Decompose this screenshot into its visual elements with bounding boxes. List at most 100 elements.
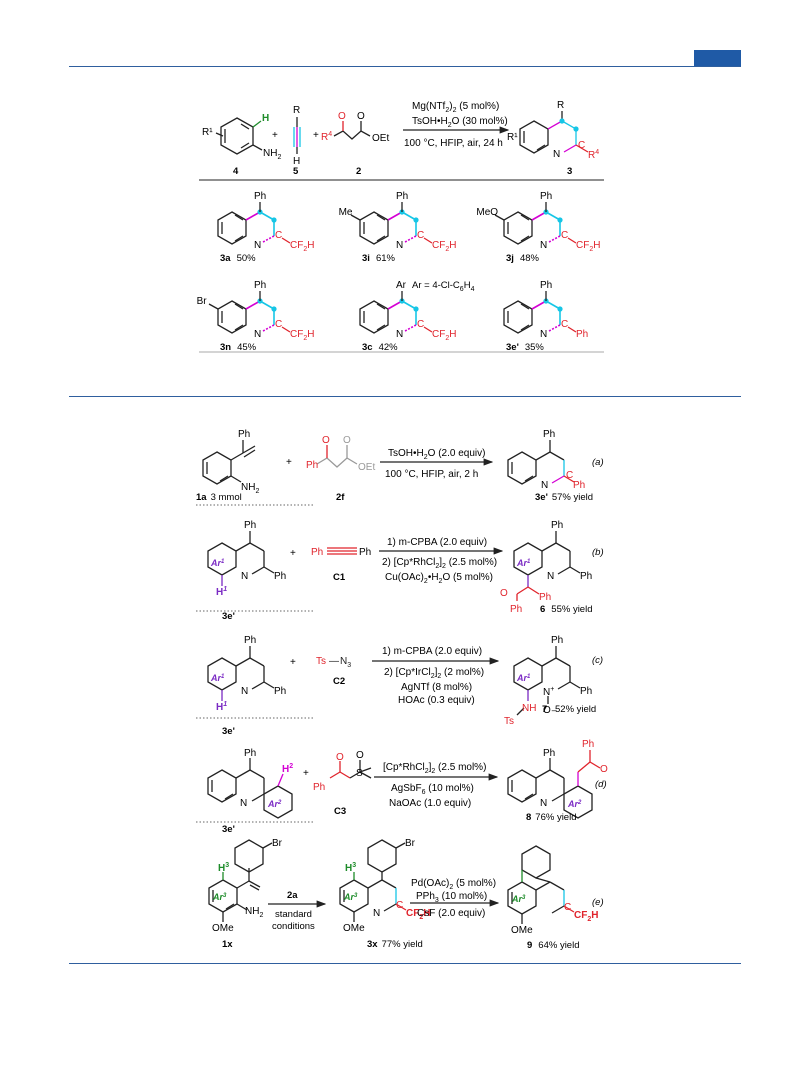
product-r: R bbox=[557, 100, 564, 111]
ph-label: Ph bbox=[582, 739, 594, 750]
sm-label: 1x bbox=[222, 939, 233, 950]
r1-label: R¹ bbox=[202, 127, 213, 138]
condition-3: CsF (2.0 equiv) bbox=[417, 908, 485, 919]
footer-rule bbox=[69, 963, 741, 964]
compound-number: 2 bbox=[356, 166, 361, 177]
ts-label: Ts—N3 bbox=[316, 656, 351, 669]
n-label: N bbox=[540, 240, 547, 251]
ketoester-2 bbox=[333, 121, 371, 140]
n-label: N bbox=[547, 571, 554, 582]
reagent-ph: Ph bbox=[311, 547, 323, 558]
c4-substituent: Ph bbox=[254, 280, 266, 291]
nh-label: NH bbox=[522, 703, 536, 714]
condition-1: [Cp*RhCl2]2 (2.5 mol%) bbox=[383, 762, 486, 775]
ketone-ph: Ph bbox=[306, 460, 318, 471]
c2-substituent: Ph bbox=[576, 329, 588, 340]
ph-label: Ph bbox=[539, 592, 551, 603]
compound-number: 4 bbox=[233, 166, 239, 177]
ar1-label: Ar1 bbox=[516, 558, 531, 568]
scheme-d: Ph N H2 Ar2 3e' + Ph O O S C3 [Cp*RhCl2]… bbox=[196, 739, 608, 835]
cf2h-label: CF2H bbox=[574, 910, 598, 923]
o-minus-label: O– bbox=[543, 705, 557, 716]
ar3-label: Ar3 bbox=[343, 892, 358, 902]
quinoline-3 bbox=[519, 111, 589, 154]
reagent-ph: Ph bbox=[313, 782, 325, 793]
c4-substituent: Ph bbox=[540, 280, 552, 291]
ar3-label: Ar3 bbox=[212, 892, 227, 902]
r4-label: R4 bbox=[321, 131, 332, 143]
condition-2: 2) [Cp*IrCl2]2 (2 mol%) bbox=[384, 667, 484, 680]
o-label: O bbox=[500, 588, 508, 599]
cf2h-label: CF2H bbox=[406, 908, 430, 921]
aniline-4 bbox=[215, 117, 263, 155]
c2-substituent: CF2H bbox=[576, 240, 600, 253]
ph-label: Ph bbox=[274, 571, 286, 582]
n-label: N bbox=[541, 480, 548, 491]
reagent-label: C3 bbox=[334, 806, 346, 817]
carbonyl-o: O bbox=[338, 111, 346, 122]
h-green: H bbox=[262, 113, 269, 124]
sm-label: 3e' bbox=[222, 824, 235, 835]
ar1-label: Ar1 bbox=[516, 673, 531, 683]
ar2-label: Ar2 bbox=[567, 799, 582, 809]
n-label: N bbox=[240, 798, 247, 809]
scheme-tag: (d) bbox=[595, 779, 607, 790]
c-label: C bbox=[275, 319, 282, 330]
ar1-label: Ar1 bbox=[210, 673, 225, 683]
arrow-top: 2a bbox=[287, 890, 298, 901]
condition-1: TsOH•H2O (2.0 equiv) bbox=[388, 448, 485, 461]
sm-label: 3e' bbox=[222, 611, 235, 622]
n-label: N bbox=[396, 240, 403, 251]
ph-label: Ph bbox=[244, 635, 256, 646]
c-label: C bbox=[396, 900, 403, 911]
nh2-label: NH2 bbox=[241, 482, 259, 495]
alkyne-h: H bbox=[293, 156, 300, 167]
ph-label: Ph bbox=[580, 571, 592, 582]
oet-label: OEt bbox=[358, 462, 375, 473]
br-label: Br bbox=[405, 838, 416, 849]
scheme-tag: (b) bbox=[592, 547, 604, 558]
ph-label: Ph bbox=[543, 748, 555, 759]
c4-substituent: Ar bbox=[396, 280, 407, 291]
c-label: C bbox=[561, 319, 568, 330]
condition-2: AgSbF6 (10 mol%) bbox=[391, 783, 474, 796]
condition-1: 1) m-CPBA (2.0 equiv) bbox=[382, 646, 482, 657]
ph-label: Ph bbox=[551, 635, 563, 646]
ts-label: Ts bbox=[504, 716, 514, 727]
arrow-bottom-2: conditions bbox=[272, 921, 315, 932]
nh2-label: NH2 bbox=[245, 906, 263, 919]
alkyne-r: R bbox=[293, 105, 300, 116]
product-c: C bbox=[578, 140, 585, 151]
ome-label: OMe bbox=[511, 925, 533, 936]
n-label: N bbox=[540, 798, 547, 809]
c-label: C bbox=[566, 470, 573, 481]
o-label: O bbox=[336, 752, 344, 763]
compound-number: 3 bbox=[567, 166, 572, 177]
condition-2: TsOH•H2O (30 mol%) bbox=[412, 116, 508, 129]
n-label: N bbox=[241, 686, 248, 697]
condition-3: NaOAc (1.0 equiv) bbox=[389, 798, 471, 809]
n-label: N bbox=[540, 329, 547, 340]
ring-substituent: Br bbox=[197, 296, 208, 307]
condition-1: Pd(OAc)2 (5 mol%) bbox=[411, 878, 496, 891]
scheme-c: Ph Ar1 N Ph H1 3e' + Ts—N3 C2 1) m-CPBA … bbox=[196, 635, 603, 737]
o-label: O bbox=[356, 750, 364, 761]
c-label: C bbox=[417, 230, 424, 241]
c4-substituent: Ph bbox=[396, 191, 408, 202]
condition-1: 1) m-CPBA (2.0 equiv) bbox=[387, 537, 487, 548]
header-rule bbox=[69, 66, 741, 67]
product-yield: 52% yield bbox=[555, 704, 596, 715]
plus-sign: + bbox=[286, 457, 292, 468]
o-label: O bbox=[600, 764, 608, 775]
header-accent-block bbox=[694, 50, 741, 66]
condition-1: Mg(NTf2)2 (5 mol%) bbox=[412, 101, 499, 114]
plus-sign: + bbox=[290, 657, 296, 668]
